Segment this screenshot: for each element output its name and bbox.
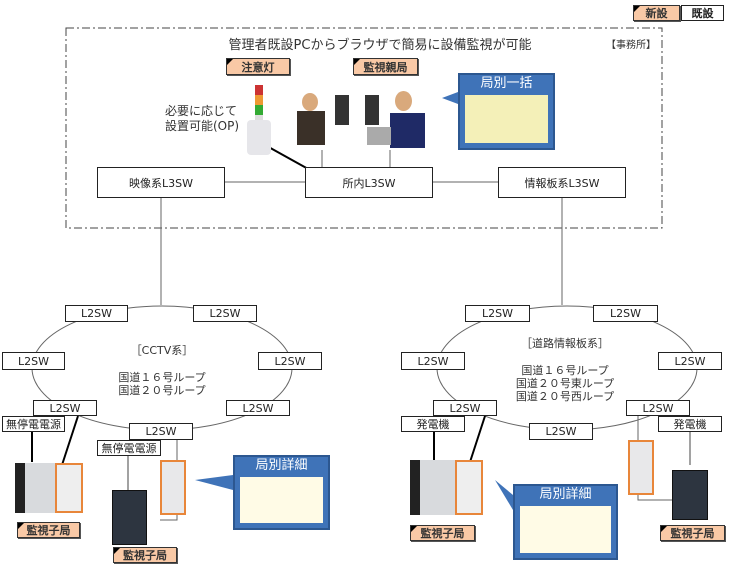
road-loop: 国道２０号東ループ xyxy=(515,377,615,390)
overview-callout: 局別一括 xyxy=(458,73,555,150)
operator-person-icon xyxy=(365,85,425,148)
substation-tag: 監視子局 xyxy=(410,525,475,541)
internal-l3sw: 所内L3SW xyxy=(305,167,433,198)
road-loop: 国道２０号西ループ xyxy=(515,390,615,403)
office-boundary xyxy=(65,27,663,229)
overview-callout-title: 局別一括 xyxy=(480,76,533,91)
l2sw-box: L2SW xyxy=(193,305,257,322)
office-label: 【事務所】 xyxy=(606,40,656,51)
l2sw-box: L2SW xyxy=(65,305,128,322)
substation-device-icon xyxy=(112,490,147,545)
substation-tag: 監視子局 xyxy=(17,522,80,538)
road-title: ［道路情報板系］ xyxy=(521,337,609,350)
l2sw-box: L2SW xyxy=(593,305,658,322)
substation-tag: 監視子局 xyxy=(660,525,725,541)
l2sw-box: L2SW xyxy=(129,423,193,440)
l2sw-box: L2SW xyxy=(529,423,593,440)
master-station-tag: 監視親局 xyxy=(353,58,418,75)
cctv-loop: 国道２０号ループ xyxy=(118,384,206,397)
detail-callout-title: 局別詳細 xyxy=(255,458,308,473)
l2sw-box: L2SW xyxy=(401,352,465,370)
detail-callout: 局別詳細 xyxy=(233,455,330,530)
l2sw-box: L2SW xyxy=(33,400,97,416)
substation-tag: 監視子局 xyxy=(113,547,177,563)
l2sw-box: L2SW xyxy=(258,352,322,370)
l2sw-box: L2SW xyxy=(465,305,530,322)
option-note-2: 設置可能(OP) xyxy=(165,119,240,133)
info-l3sw: 情報板系L3SW xyxy=(498,167,626,198)
detail-screenshot xyxy=(520,506,611,553)
substation-device-icon xyxy=(410,460,455,515)
l2sw-box: L2SW xyxy=(226,400,290,416)
detail-callout: 局別詳細 xyxy=(513,484,618,560)
warning-light-icon xyxy=(255,85,263,125)
l2sw-box: L2SW xyxy=(658,352,722,370)
detail-callout-title: 局別詳細 xyxy=(539,487,592,502)
legend-new: 新設 xyxy=(633,5,680,21)
io-module-icon xyxy=(55,463,83,513)
option-note-1: 必要に応じて xyxy=(165,104,238,118)
warning-light-base xyxy=(247,120,271,155)
video-l3sw: 映像系L3SW xyxy=(97,167,225,198)
cctv-title: ［CCTV系］ xyxy=(130,344,194,357)
cctv-loop: 国道１６号ループ xyxy=(118,371,206,384)
overview-screenshot xyxy=(465,95,548,143)
substation-device-icon xyxy=(15,463,55,513)
road-loop: 国道１６号ループ xyxy=(521,364,609,377)
ups-box: 無停電電源 xyxy=(2,416,65,432)
io-module-icon xyxy=(455,460,483,515)
operator-person-icon xyxy=(297,85,352,145)
detail-screenshot xyxy=(240,477,323,523)
substation-device-icon xyxy=(672,470,708,520)
l2sw-box: L2SW xyxy=(626,400,690,416)
warning-light-tag: 注意灯 xyxy=(226,58,290,75)
l2sw-box: L2SW xyxy=(2,352,65,370)
generator-box: 発電機 xyxy=(401,416,465,432)
office-title: 管理者既設PCからブラウザで簡易に設備監視が可能 xyxy=(228,38,532,53)
ups-box: 無停電電源 xyxy=(97,440,161,456)
io-module-icon xyxy=(628,440,654,495)
io-module-icon xyxy=(160,460,186,515)
l2sw-box: L2SW xyxy=(433,400,497,416)
legend-existing: 既設 xyxy=(681,5,724,21)
generator-box: 発電機 xyxy=(658,416,722,432)
